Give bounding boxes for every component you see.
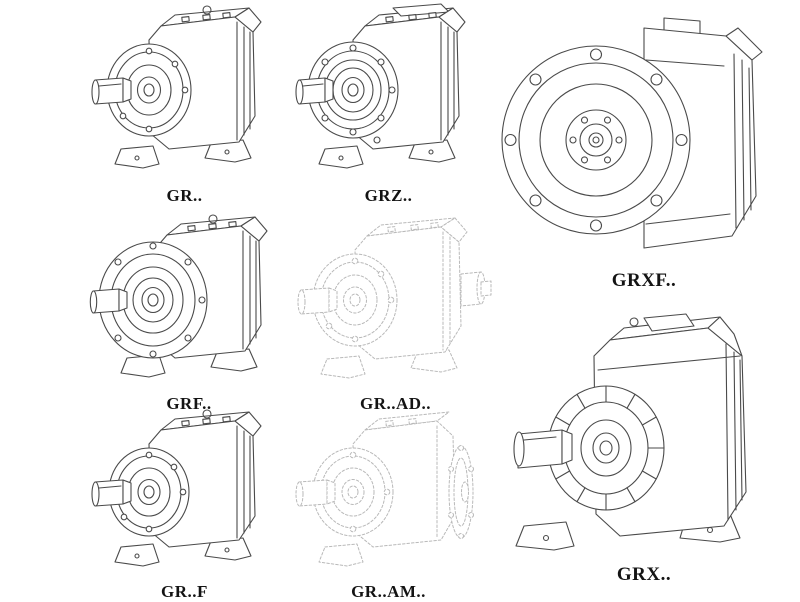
figure-gr: GR.. (82, 2, 287, 206)
grft-gearbox-drawing (91, 409, 262, 567)
gram-gearbox-drawing (295, 411, 474, 567)
figure-grz: GRZ.. (286, 2, 491, 206)
figure-label-gr: GR.. (166, 186, 203, 205)
figure-label-grxf: GRXF.. (611, 270, 677, 291)
figure-grft: GR..F (82, 408, 287, 602)
figure-grx: GRX.. (494, 300, 794, 586)
figure-gram: GR..AM.. (286, 408, 491, 602)
figure-grad: GR..AD.. (288, 212, 503, 414)
grx-gearbox-drawing (513, 313, 747, 551)
figure-grxf: GRXF.. (494, 0, 794, 292)
figure-label-grft: GR..F (161, 582, 208, 601)
figure-label-gram: GR..AM.. (351, 582, 426, 601)
figure-label-grx: GRX.. (616, 564, 672, 585)
grxf-gearbox-drawing (501, 17, 763, 249)
figure-label-grad: GR..AD.. (359, 394, 432, 413)
grz-gearbox-drawing (295, 3, 466, 169)
grad-gearbox-drawing (297, 217, 492, 379)
figure-label-grf: GRF.. (166, 394, 212, 413)
figure-label-grz: GRZ.. (364, 186, 413, 205)
gr-gearbox-drawing (91, 5, 262, 169)
figure-grf: GRF.. (84, 212, 294, 414)
grf-gearbox-drawing (89, 214, 268, 378)
